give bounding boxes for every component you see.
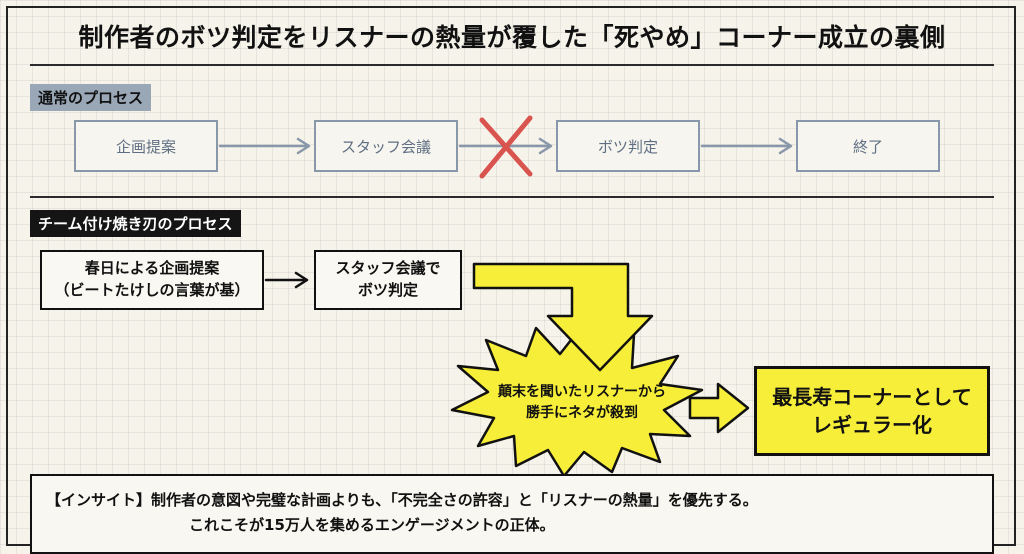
normal-process-label: 通常のプロセス [30, 84, 152, 111]
team-process-label: チーム付け焼き刃のプロセス [30, 210, 241, 237]
normal-step-staff-meeting: スタッフ会議 [314, 120, 458, 172]
burst-line1: 顛末を聞いたリスナーから [498, 384, 666, 400]
team-step-proposal-line1: 春日による企画提案 [84, 259, 220, 278]
burst-text: 顛末を聞いたリスナーから 勝手にネタが殺到 [472, 382, 692, 424]
result-line1: 最長寿コーナーとして [772, 385, 972, 409]
team-step-proposal-line2: （ビートたけしの言葉が基） [54, 281, 250, 299]
section-divider [30, 196, 994, 198]
normal-step-rejection: ボツ判定 [556, 120, 700, 172]
team-step-staff-meeting-line2: ボツ判定 [357, 281, 418, 299]
team-step-proposal: 春日による企画提案 （ビートたけしの言葉が基） [40, 250, 264, 310]
bent-arrow-to-burst [472, 262, 654, 372]
insight-box: 【インサイト】制作者の意図や完璧な計画よりも、「不完全さの許容」と「リスナーの熱… [30, 474, 994, 554]
page-title: 制作者のボツ判定をリスナーの熱量が覆した「死やめ」コーナー成立の裏側 [78, 23, 946, 52]
title-divider [30, 64, 994, 66]
team-step-staff-meeting: スタッフ会議で ボツ判定 [314, 250, 462, 310]
team-step-staff-meeting-line1: スタッフ会議で [335, 259, 441, 278]
result-line2: レギュラー化 [812, 413, 932, 437]
normal-step-proposal: 企画提案 [74, 120, 218, 172]
result-box: 最長寿コーナーとして レギュラー化 [754, 366, 990, 456]
cross-mark-icon [479, 115, 533, 179]
team-arrow-1 [264, 271, 309, 289]
burst-line2: 勝手にネタが殺到 [526, 405, 638, 421]
normal-step-end: 終了 [796, 120, 940, 172]
insight-line2: これこそが15万人を集めるエンゲージメントの正体。 [189, 515, 555, 534]
insight-line1: 【インサイト】制作者の意図や完璧な計画よりも、「不完全さの許容」と「リスナーの熱… [46, 491, 758, 509]
arrow-to-result [688, 382, 750, 434]
